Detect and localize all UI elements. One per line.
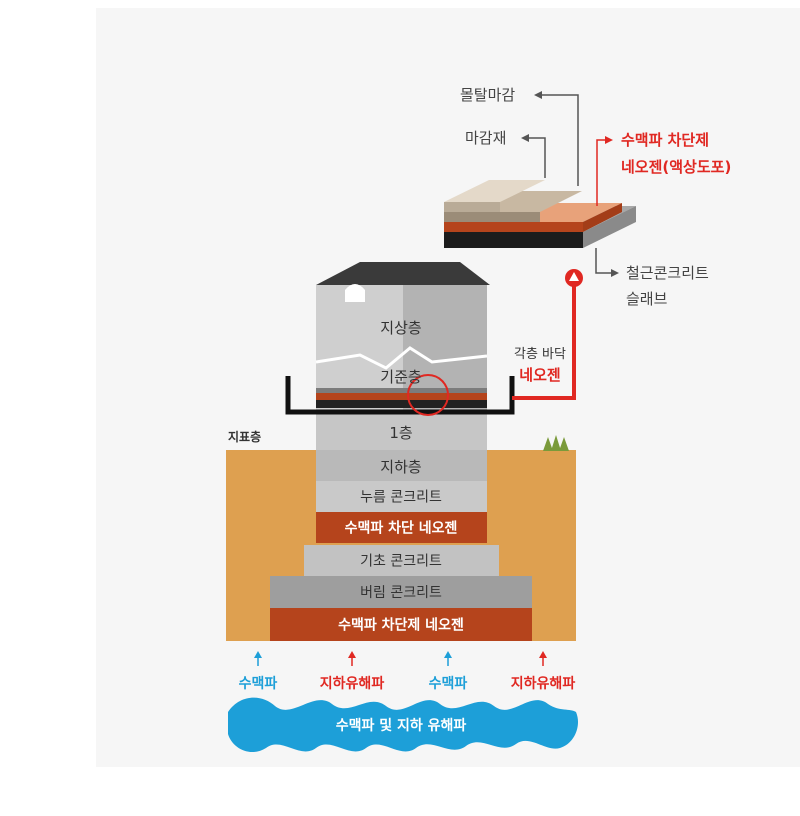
- building: [315, 262, 490, 482]
- callout-finish-line: [528, 137, 546, 178]
- callout-neozen-line: [596, 139, 606, 206]
- foundation-label-5: 수맥파 차단제 네오젠: [338, 617, 464, 634]
- arrow-label: 지하유해파: [320, 675, 385, 692]
- arrow-right-icon: [611, 269, 619, 277]
- label-first-floor: 1층: [389, 424, 412, 442]
- highlight-circle: [407, 374, 449, 416]
- foundation-layer-4: [270, 576, 532, 608]
- wave-arrows: 수맥파 지하유해파 수맥파 지하유해파: [239, 651, 576, 692]
- callout-neozen-line2: 네오젠(액상도포): [621, 158, 731, 176]
- foundation-label-1: 누름 콘크리트: [360, 490, 442, 506]
- arrow-head-icon: [254, 651, 262, 658]
- floor-bracket: [285, 376, 515, 415]
- wave-shape: [228, 697, 579, 753]
- arrow-left-icon: [521, 134, 529, 142]
- callout-finish-material: 마감재: [465, 129, 506, 147]
- arrow-head-icon: [539, 651, 547, 658]
- window-icon: [345, 284, 365, 302]
- callout-mortar-finish: 몰탈마감: [460, 86, 515, 104]
- foundation-layer-2: [316, 512, 487, 543]
- foundation-layer-5: [270, 608, 532, 641]
- foundation-label-4: 버림 콘크리트: [360, 585, 442, 601]
- arrow-label: 수맥파: [239, 675, 278, 692]
- arrow-head-icon: [348, 651, 356, 658]
- slab-detail: [444, 180, 636, 248]
- basement-layer: [316, 450, 487, 481]
- foundation-label-3: 기초 콘크리트: [360, 554, 442, 570]
- floor-note-line2: 네오젠: [519, 366, 560, 384]
- label-basement: 지하층: [380, 458, 421, 476]
- arrow-head-icon: [444, 651, 452, 658]
- callout-rc-slab-line2: 슬래브: [626, 290, 668, 308]
- callout-rc-slab-line1: 철근콘크리트: [626, 264, 709, 282]
- arrow-right-icon: [605, 136, 613, 144]
- foundation-layer-3: [304, 545, 499, 576]
- arrow-left-icon: [534, 91, 542, 99]
- wave-label: 수맥파 및 지하 유해파: [336, 717, 467, 734]
- callout-neozen-line1: 수맥파 차단제: [621, 131, 709, 149]
- ground-level-label: 지표층: [228, 429, 261, 444]
- triangle-up-icon: [569, 272, 579, 281]
- floor-note-line1: 각층 바닥: [514, 347, 566, 362]
- foundation-layer-1: [316, 481, 487, 512]
- grass-icon: [543, 435, 569, 451]
- connector-line: [512, 285, 576, 400]
- label-standard-floor: 기준층: [380, 368, 421, 386]
- callout-mortar-line: [541, 94, 579, 186]
- arrow-label: 수맥파: [429, 675, 468, 692]
- arrow-label: 지하유해파: [511, 675, 576, 692]
- callout-slab-line: [595, 248, 612, 274]
- label-above-ground: 지상층: [380, 319, 421, 337]
- foundation-label-2: 수맥파 차단 네오젠: [345, 520, 458, 537]
